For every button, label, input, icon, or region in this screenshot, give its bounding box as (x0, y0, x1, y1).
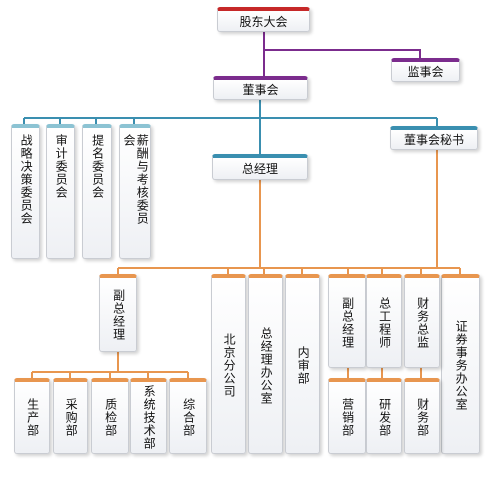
department-node: 财务部 (404, 378, 440, 454)
middle-unit-node: 总经理办公室 (248, 274, 283, 454)
middle-unit-node: 内审部 (285, 274, 320, 454)
node-label: 薪酬与考核委员会 (122, 134, 150, 225)
committee-node: 薪酬与考核委员会 (119, 124, 151, 259)
general-manager-node: 总经理 (212, 154, 308, 180)
board-secretary-node: 董事会秘书 (390, 126, 478, 150)
node-label: 总工程师 (377, 296, 392, 349)
node-label: 质检部 (103, 398, 118, 437)
department-node: 系统技术部 (130, 378, 167, 454)
node-label: 财务总监 (415, 296, 430, 349)
committee-node: 审计委员会 (46, 124, 75, 259)
department-node: 研发部 (366, 378, 402, 454)
node-label: 提名委员会 (90, 134, 105, 199)
node-label: 证券事务办公室 (454, 320, 469, 411)
executive-node: 副总经理 (328, 274, 366, 368)
node-label: 综合部 (181, 398, 196, 437)
node-label: 研发部 (377, 398, 392, 437)
executive-node: 总工程师 (366, 274, 402, 368)
node-label: 审计委员会 (54, 134, 69, 199)
node-label: 董事会秘书 (403, 133, 464, 147)
node-label: 监事会 (407, 65, 444, 79)
node-label: 总经理办公室 (259, 326, 274, 405)
node-label: 副总经理 (340, 296, 355, 349)
node-label: 副总经理 (111, 288, 126, 341)
committee-node: 提名委员会 (82, 124, 112, 259)
node-label: 董事会 (242, 83, 279, 97)
node-label: 生产部 (25, 398, 40, 437)
node-label: 战略决策委员会 (19, 134, 34, 225)
connector (264, 49, 421, 58)
board-node: 董事会 (213, 76, 308, 100)
vice-general-manager-node: 副总经理 (99, 274, 137, 352)
node-label: 财务部 (415, 398, 430, 437)
department-node: 生产部 (14, 378, 50, 454)
node-label: 总经理 (241, 162, 278, 176)
node-label: 营销部 (340, 398, 355, 437)
committee-node: 战略决策委员会 (11, 124, 40, 259)
supervisory-board-node: 监事会 (391, 58, 460, 82)
node-label: 系统技术部 (142, 385, 157, 450)
middle-unit-node: 北京分公司 (211, 274, 246, 454)
node-label: 采购部 (64, 398, 79, 437)
executive-node: 财务总监 (404, 274, 440, 368)
department-node: 质检部 (91, 378, 129, 454)
node-label: 北京分公司 (222, 333, 237, 398)
department-node: 采购部 (53, 378, 88, 454)
department-node: 营销部 (328, 378, 366, 454)
node-label: 股东大会 (239, 14, 288, 29)
securities-affairs-office-node: 证券事务办公室 (441, 274, 480, 454)
node-label: 内审部 (296, 346, 311, 385)
shareholders-meeting-node: 股东大会 (217, 7, 310, 32)
department-node: 综合部 (169, 378, 207, 454)
